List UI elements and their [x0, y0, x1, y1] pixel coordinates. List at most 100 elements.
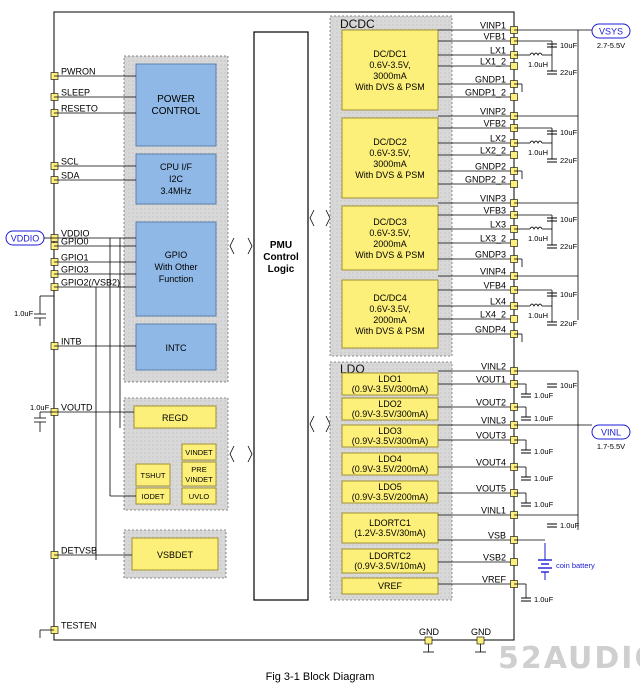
- dcdc-3-line-2: 0.6V-3.5V,: [369, 228, 410, 238]
- pin-label-detvsb: DETVSB: [61, 546, 97, 556]
- vinl-range: 1.7-5.5V: [597, 442, 625, 451]
- ldo-block-8: [341, 577, 439, 595]
- cap-in-4-label: 10uF: [560, 290, 578, 299]
- regd-label: REGD: [162, 413, 189, 423]
- cap-vout1-label: 1.0uF: [534, 391, 554, 400]
- vddio-tag-label: VDDIO: [11, 234, 40, 244]
- tshut-block: [135, 463, 171, 487]
- pin-label-lx3_2: LX3_2: [480, 234, 506, 244]
- bus-arrows: [229, 209, 331, 463]
- pin-label-gndp2_2: GNDP2_2: [465, 175, 506, 185]
- inductor-3: [529, 226, 543, 230]
- pin-label-vout5: VOUT5: [476, 484, 506, 494]
- ldo-block-5: [341, 480, 439, 504]
- ldo-block-3: [341, 424, 439, 448]
- pin-label-lx2: LX2: [490, 134, 506, 144]
- dcdc-1-line-4: With DVS & PSM: [355, 82, 425, 92]
- pin-label-vref: VREF: [482, 575, 507, 585]
- pin-label-vout4: VOUT4: [476, 458, 506, 468]
- ldo-7-line-2: (0.9V-3.5V/10mA): [354, 561, 426, 571]
- ldo-2-line-2: (0.9V-3.5V/300mA): [352, 409, 429, 419]
- dcdc-3-line-4: With DVS & PSM: [355, 250, 425, 260]
- inductor-4: [529, 303, 543, 307]
- power-control-block: [135, 63, 217, 147]
- pin-label-vinp3: VINP3: [480, 194, 506, 204]
- ldo-blocks: LDO1(0.9V-3.5V/300mA)LDO2(0.9V-3.5V/300m…: [341, 372, 439, 595]
- pin-label-gpio1: GPIO1: [61, 253, 89, 263]
- dcdc-block-1: [341, 29, 439, 111]
- power-control-label-1: POWER: [157, 94, 195, 105]
- ldo-4-line-1: LDO4: [378, 454, 402, 464]
- vsys-tag: [591, 23, 631, 39]
- pin-vsb2: [510, 558, 518, 566]
- pin-label-lx1_2: LX1_2: [480, 57, 506, 67]
- pin-label-scl: SCL: [61, 157, 79, 167]
- uvlo-label: UVLO: [189, 492, 210, 501]
- cap-vout4-label: 1.0uF: [534, 474, 554, 483]
- gpio-label-3: Function: [159, 274, 194, 284]
- vinl-tag-label: VINL: [601, 428, 621, 438]
- ldo-block-2: [341, 397, 439, 421]
- pin-label-testen: TESTEN: [61, 621, 97, 631]
- ldo-6-line-2: (1.2V-3.5V/30mA): [354, 528, 426, 538]
- dcdc-block-4: [341, 279, 439, 349]
- pin-label-reseto: RESETO: [61, 104, 98, 114]
- pin-label-vout1: VOUT1: [476, 375, 506, 385]
- pin-label-gndp1: GNDP1: [475, 75, 506, 85]
- cap-in-2-label: 10uF: [560, 128, 578, 137]
- pin-label-vsb2: VSB2: [483, 553, 506, 563]
- pin-gndp1_2: [510, 93, 518, 101]
- cap-in-3-label: 10uF: [560, 215, 578, 224]
- cpu-if-label-2: I2C: [169, 174, 184, 184]
- ldo-block-4: [341, 452, 439, 476]
- pin-label-lx1: LX1: [490, 46, 506, 56]
- pin-label-vfb2: VFB2: [483, 119, 506, 129]
- cap-out-3-label: 22uF: [560, 242, 578, 251]
- ldo-3-line-1: LDO3: [378, 426, 402, 436]
- pin-label-vinp2: VINP2: [480, 107, 506, 117]
- gnd-pins: [423, 636, 486, 653]
- cpu-if-label-1: CPU I/F: [160, 162, 193, 172]
- dcdc-block-3: [341, 205, 439, 271]
- dcdc-4-line-2: 0.6V-3.5V,: [369, 304, 410, 314]
- pin-label-vout3: VOUT3: [476, 431, 506, 441]
- gnd-label-1: GND: [419, 627, 440, 637]
- cap-out-1-label: 22uF: [560, 68, 578, 77]
- vsys-tag-label: VSYS: [599, 27, 623, 37]
- ldo-8-line-1: VREF: [378, 581, 403, 591]
- inductor-1: [529, 52, 543, 56]
- coin-battery-label: coin battery: [556, 561, 595, 570]
- dcdc-4-line-1: DC/DC4: [373, 293, 407, 303]
- intc-label: INTC: [166, 343, 187, 353]
- dcdc-title: DCDC: [340, 17, 375, 31]
- pin-label-vinp1: VINP1: [480, 21, 506, 31]
- ldo-1-line-2: (0.9V-3.5V/300mA): [352, 384, 429, 394]
- pin-lx4_2: [510, 315, 518, 323]
- vsbdet-label: VSBDET: [157, 550, 194, 560]
- dcdc-3-line-1: DC/DC3: [373, 217, 407, 227]
- dcdc-2-line-1: DC/DC2: [373, 137, 407, 147]
- cap-vout3-label: 1.0uF: [534, 447, 554, 456]
- vindet-label: VINDET: [185, 448, 213, 457]
- dcdc-1-line-3: 3000mA: [373, 71, 407, 81]
- dcdc-1-line-1: DC/DC1: [373, 49, 407, 59]
- figure-caption: Fig 3-1 Block Diagram: [266, 671, 375, 683]
- gpio-block: [135, 221, 217, 317]
- cpu-if-block: [135, 153, 217, 205]
- dcdc-3-line-3: 2000mA: [373, 239, 407, 249]
- ldo-4-line-2: (0.9V-3.5V/200mA): [352, 464, 429, 474]
- power-control-label-2: CONTROL: [152, 106, 201, 117]
- pin-label-vinl1: VINL1: [481, 506, 506, 516]
- pin-label-vfb1: VFB1: [483, 32, 506, 42]
- pin-lx1_2: [510, 62, 518, 70]
- pin-label-pwron: PWRON: [61, 67, 96, 77]
- pre-vindet-label-1: PRE: [191, 465, 206, 474]
- pin-label-gpio2: GPIO2(/VSB2): [61, 278, 120, 288]
- pin-label-sleep: SLEEP: [61, 88, 90, 98]
- pin-label-lx2_2: LX2_2: [480, 146, 506, 156]
- pin-label-vinl2: VINL2: [481, 362, 506, 372]
- chip-outline: [53, 11, 515, 641]
- ldo-block-6: [341, 512, 439, 544]
- pin-gndp2_2: [510, 180, 518, 188]
